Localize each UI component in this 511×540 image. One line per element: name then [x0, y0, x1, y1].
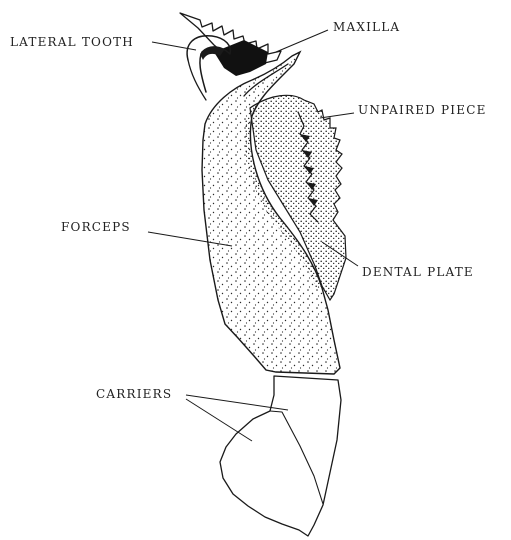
dental-plate-label: DENTAL PLATE — [362, 265, 474, 279]
maxilla-label: MAXILLA — [333, 20, 400, 34]
carriers-leader-lower — [186, 399, 252, 441]
maxilla-leader — [276, 30, 328, 52]
lateral-tooth-shape — [187, 36, 230, 100]
unpaired-piece-label: UNPAIRED PIECE — [358, 103, 487, 117]
unpaired-piece-leader — [320, 113, 354, 118]
lateral-tooth-label: LATERAL TOOTH — [10, 35, 134, 49]
forceps-label: FORCEPS — [61, 220, 131, 234]
carriers-label: CARRIERS — [96, 387, 172, 401]
maxilla-shape — [180, 13, 281, 76]
carriers-shape — [220, 376, 341, 536]
